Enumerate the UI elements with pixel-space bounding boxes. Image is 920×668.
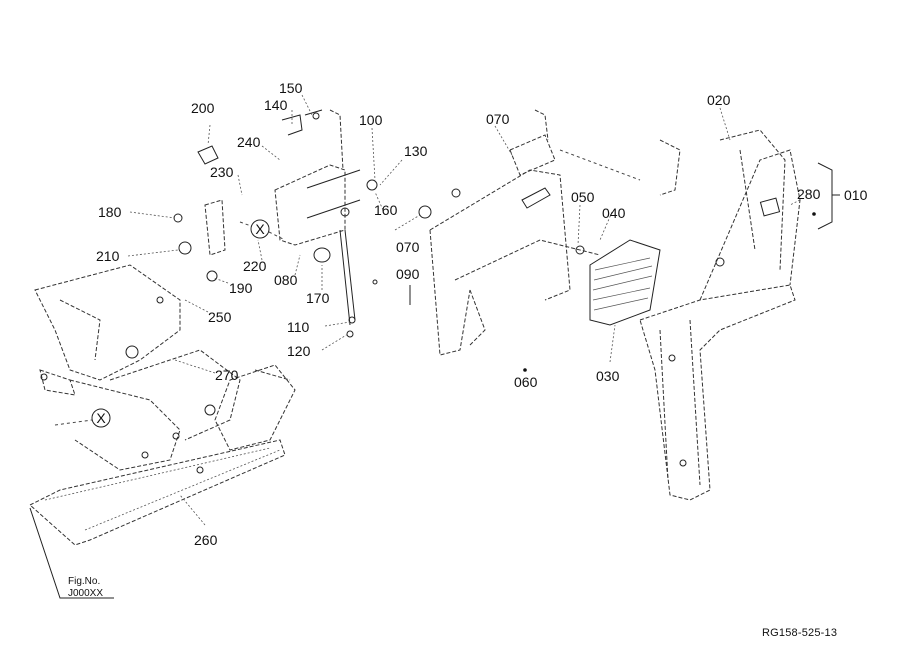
callout-210: 210: [96, 248, 120, 264]
x-marker-lower: X: [54, 408, 111, 428]
callout-080: 080: [274, 272, 298, 288]
fig-ref-label: Fig.No.: [68, 576, 100, 587]
leader-lines: [29, 94, 840, 599]
callout-130: 130: [404, 143, 428, 159]
callout-260: 260: [194, 532, 218, 548]
callout-190: 190: [229, 280, 253, 296]
callout-170: 170: [306, 290, 330, 306]
callout-140: 140: [264, 97, 288, 113]
callout-220: 220: [243, 258, 267, 274]
callout-100: 100: [359, 112, 383, 128]
callout-270: 270: [215, 367, 239, 383]
x-marker-lower-label: X: [96, 410, 106, 426]
callout-060: 060: [514, 374, 538, 390]
callout-250: 250: [208, 309, 232, 325]
lower-left-frame-assembly: [29, 264, 296, 546]
callout-070-lower: 070: [396, 239, 420, 255]
callout-030: 030: [596, 368, 620, 384]
callout-labels: 200 140 150 240 230 180 210 220 080 190 …: [96, 80, 868, 548]
callout-230: 230: [210, 164, 234, 180]
callout-120: 120: [287, 343, 311, 359]
x-marker-upper-label: X: [255, 221, 265, 237]
callout-160: 160: [374, 202, 398, 218]
fig-ref-value: J000XX: [68, 588, 103, 599]
dot-060: [523, 368, 527, 372]
x-marker-upper: X: [239, 219, 286, 241]
callout-150: 150: [279, 80, 303, 96]
callout-110: 110: [287, 319, 310, 335]
callout-010: 010: [844, 187, 868, 203]
right-frame-assembly: [589, 129, 801, 501]
center-frame-assembly: [418, 109, 641, 356]
callout-020: 020: [707, 92, 731, 108]
left-bracket-assembly: [173, 109, 378, 338]
drawing-code: RG158-525-13: [762, 627, 837, 639]
callout-070-upper: 070: [486, 111, 510, 127]
dot-280: [812, 212, 816, 216]
callout-200: 200: [191, 100, 215, 116]
callout-040: 040: [602, 205, 626, 221]
callout-090: 090: [396, 266, 420, 282]
callout-050: 050: [571, 189, 595, 205]
callout-280: 280: [797, 186, 821, 202]
callout-180: 180: [98, 204, 122, 220]
callout-240: 240: [237, 134, 261, 150]
figure-reference: Fig.No. J000XX: [68, 576, 103, 599]
